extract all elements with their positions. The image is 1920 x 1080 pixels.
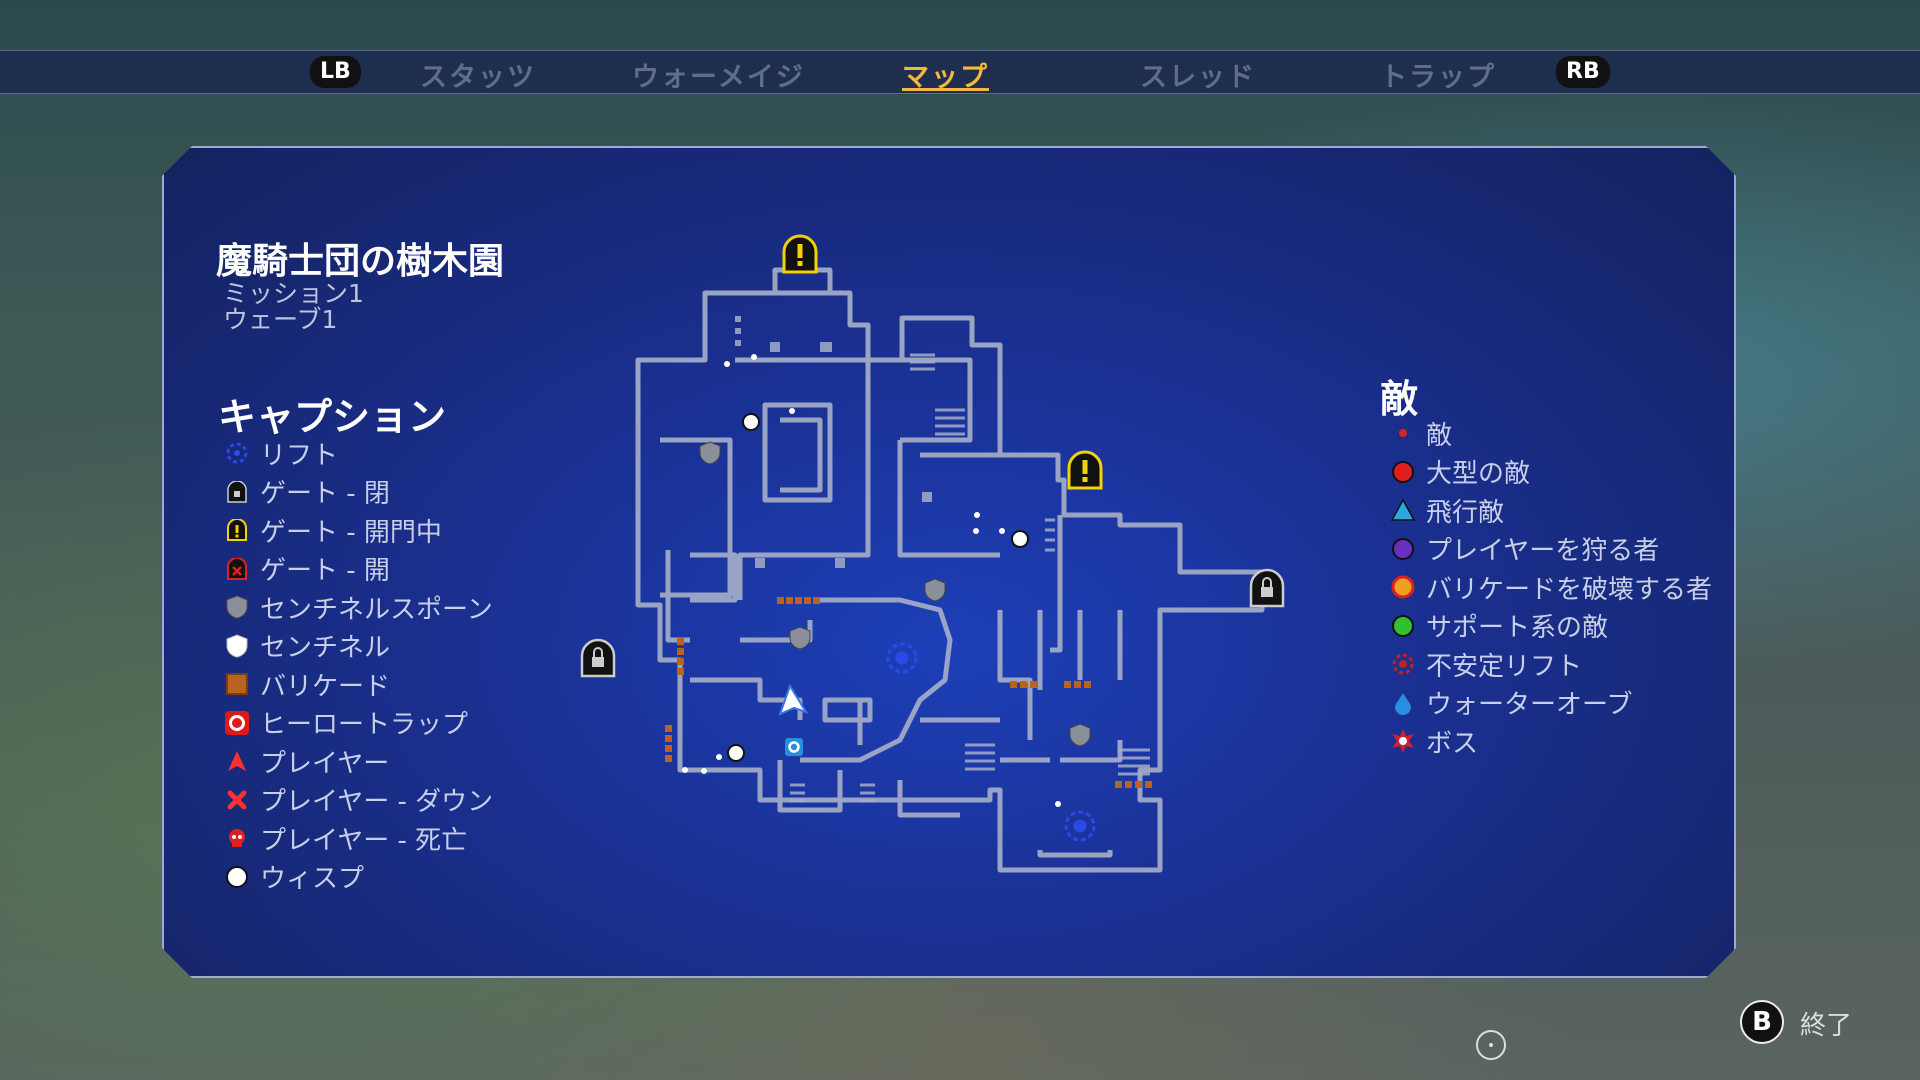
legend-item: ゲート - 開門中 (224, 511, 493, 550)
enemies-legend: 敵 大型の敵 飛行敵 プレイヤーを狩る者 バリケードを破壊する者 サポート系の敵 (1390, 414, 1712, 761)
player-down-icon (224, 787, 250, 813)
large-enemy-icon (1390, 459, 1416, 485)
legend-item: プレイヤー (224, 742, 493, 781)
rift-markers (886, 642, 1096, 842)
caption-legend: リフト ゲート - 閉 ゲート - 開門中 ゲート - 開 センチネルスポーン … (224, 434, 493, 896)
legend-item: プレイヤー - ダウン (224, 781, 493, 820)
tab-warmage[interactable]: ウォーメイジ (632, 62, 805, 93)
map-walls (635, 267, 1265, 873)
map-details (735, 316, 932, 568)
legend-item: ウォーターオーブ (1390, 684, 1712, 723)
wisp-markers (682, 354, 1061, 807)
enemies-title: 敵 (1380, 377, 1419, 421)
hero-trap-marker (785, 738, 803, 756)
boss-icon (1390, 728, 1416, 754)
legend-item: 敵 (1390, 414, 1712, 453)
mission-label: ミッション1 (223, 279, 364, 308)
lb-button[interactable]: LB (310, 56, 361, 88)
support-enemy-icon (1390, 613, 1416, 639)
gate-closed-west (580, 638, 616, 678)
wisp-icon (224, 864, 250, 890)
player-icon (224, 748, 250, 774)
legend-item: 大型の敵 (1390, 453, 1712, 492)
hero-trap-icon (224, 710, 250, 736)
map-title: 魔騎士団の樹木園 (216, 241, 505, 282)
player-dead-icon (224, 825, 250, 851)
barricade-markers (665, 597, 1152, 788)
wave-label: ウェーブ1 (223, 305, 338, 334)
legend-item: サポート系の敵 (1390, 607, 1712, 646)
legend-item: ゲート - 閉 (224, 473, 493, 512)
map-panel (162, 146, 1736, 978)
legend-item: ヒーロートラップ (224, 704, 493, 743)
barricade-breaker-icon (1390, 574, 1416, 600)
legend-item: プレイヤー - 死亡 (224, 819, 493, 858)
legend-item: バリケード (224, 665, 493, 704)
tab-threads[interactable]: スレッド (1140, 62, 1256, 93)
legend-item: プレイヤーを狩る者 (1390, 530, 1712, 569)
legend-item: センチネル (224, 627, 493, 666)
legend-item: ボス (1390, 722, 1712, 761)
cursor-icon (1476, 1030, 1506, 1060)
tab-map[interactable]: マップ (902, 55, 989, 93)
enemy-icon (1390, 420, 1416, 446)
legend-item: センチネルスポーン (224, 588, 493, 627)
exit-label[interactable]: 終了 (1800, 1011, 1853, 1041)
legend-item: ウィスプ (224, 858, 493, 897)
gate-opening-icon (224, 517, 250, 543)
legend-item: 飛行敵 (1390, 491, 1712, 530)
legend-item: ゲート - 開 (224, 550, 493, 589)
sentinel-spawn-icon (224, 594, 250, 620)
rb-button[interactable]: RB (1556, 56, 1610, 88)
gate-closed-east (1249, 568, 1285, 608)
tab-traps[interactable]: トラップ (1380, 62, 1496, 93)
gate-opening-north (782, 234, 818, 274)
b-button[interactable]: B (1740, 1000, 1784, 1044)
rift-icon (224, 440, 250, 466)
gate-markers (580, 234, 1285, 678)
map-stairs (790, 353, 1150, 803)
sentinel-icon (224, 633, 250, 659)
sentinel-spawn-markers (699, 441, 1091, 747)
gate-open-icon (224, 556, 250, 582)
caption-title: キャプション (218, 395, 447, 439)
legend-item: 不安定リフト (1390, 645, 1712, 684)
unstable-rift-icon (1390, 651, 1416, 677)
legend-item: リフト (224, 434, 493, 473)
player-marker (778, 683, 809, 716)
gate-opening-east (1067, 450, 1103, 490)
flying-enemy-icon (1390, 497, 1416, 523)
gate-closed-icon (224, 479, 250, 505)
barricade-icon (224, 671, 250, 697)
tab-stats[interactable]: スタッツ (420, 62, 536, 93)
hunter-enemy-icon (1390, 536, 1416, 562)
legend-item: バリケードを破壊する者 (1390, 568, 1712, 607)
water-orb-icon (1390, 690, 1416, 716)
